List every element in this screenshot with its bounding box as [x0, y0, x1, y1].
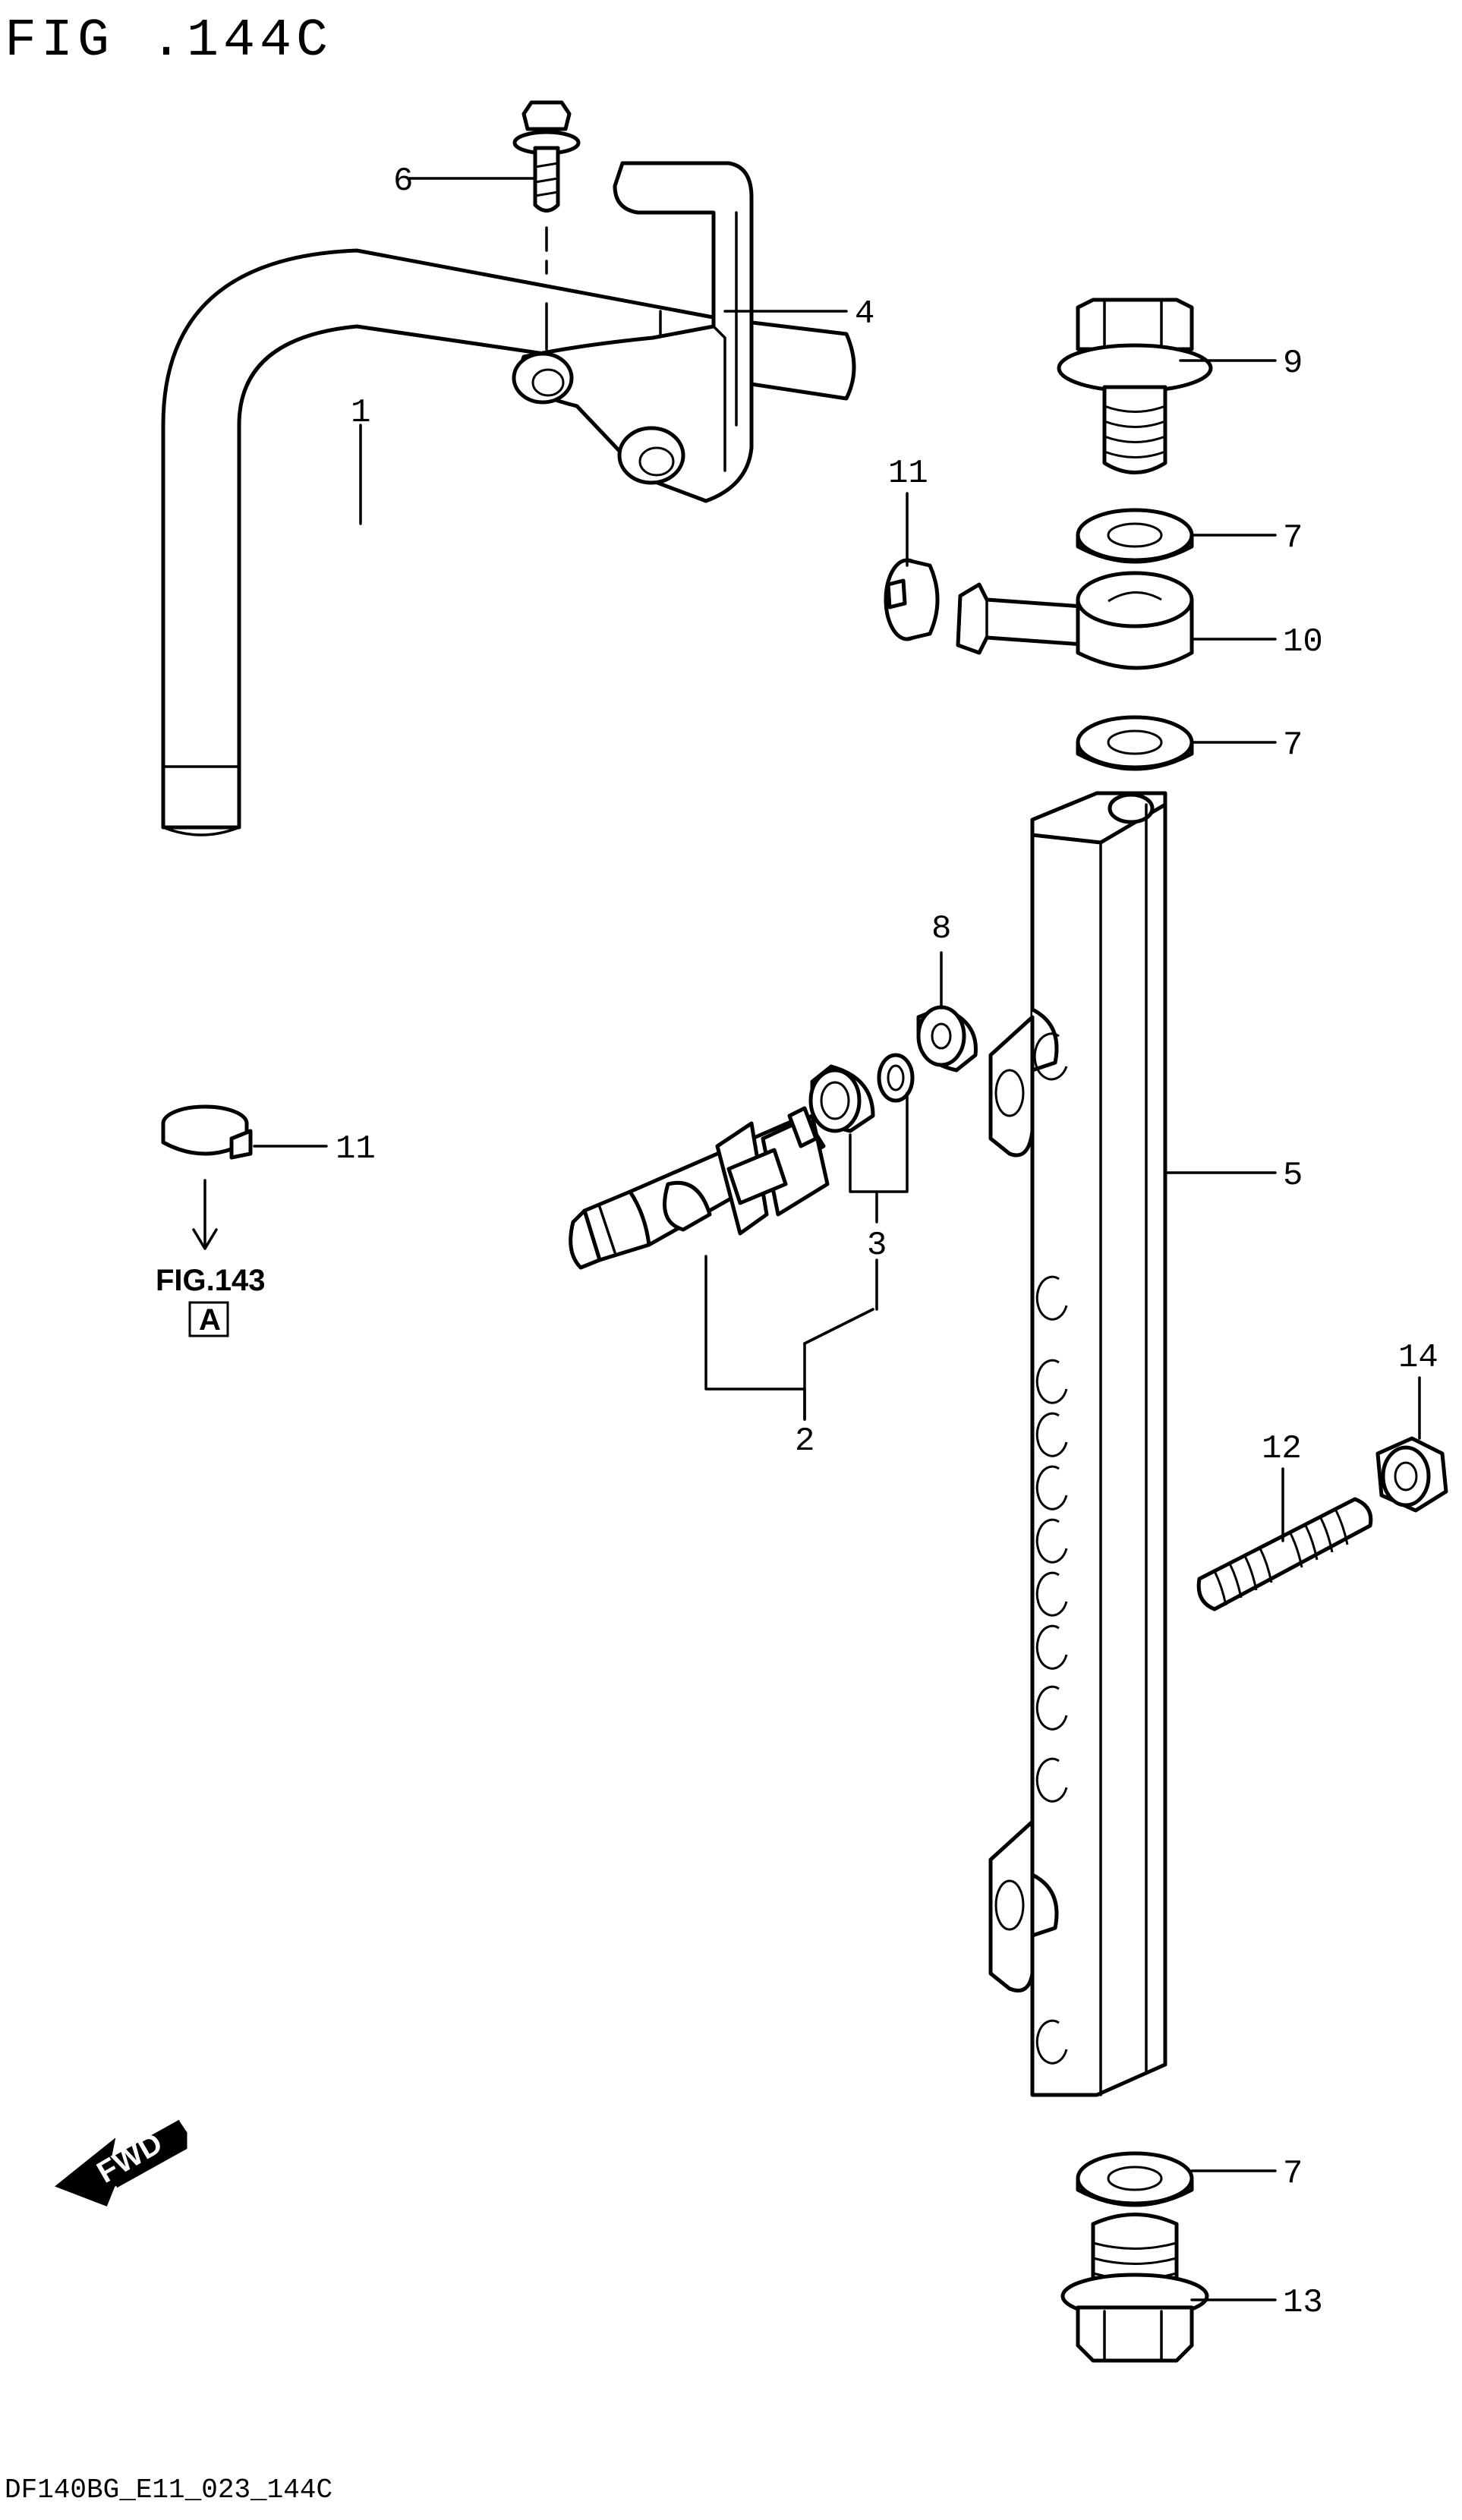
footer-code: DF140BG_E11_023_144C [5, 2474, 332, 2506]
part-11-hose-clamp-upper [884, 558, 940, 641]
callout-7-middle: 7 [1283, 726, 1303, 764]
callout-4: 4 [855, 295, 874, 333]
callout-11-lower: 11 [336, 1130, 376, 1168]
leader-bracket-3 [849, 1091, 909, 1311]
callout-3: 3 [867, 1227, 887, 1265]
part-12-stud [1196, 1497, 1373, 1611]
callout-6: 6 [393, 162, 413, 200]
reference-fig-text: FIG.143 [156, 1264, 266, 1297]
callout-9: 9 [1283, 345, 1303, 383]
figure-title: FIG .144C [5, 11, 332, 71]
part-5-fuel-delivery-pipe [988, 791, 1167, 2097]
reference-box [188, 1301, 229, 1337]
reference-box-label: A [199, 1303, 221, 1337]
callout-7-lower: 7 [1283, 2155, 1303, 2193]
callout-7-upper: 7 [1283, 519, 1303, 557]
callout-14: 14 [1398, 1339, 1438, 1377]
part-7-gasket-middle [1076, 715, 1194, 771]
part-8-cushion [916, 1005, 978, 1073]
callout-8: 8 [931, 910, 951, 948]
callout-1: 1 [351, 394, 370, 432]
part-3-oring-kit [808, 1053, 915, 1133]
leader-lines [253, 177, 1421, 2301]
callout-10: 10 [1283, 623, 1323, 661]
part-10-union-fitting [956, 571, 1194, 670]
part-11-hose-clamp-lower [161, 1104, 253, 1160]
fwd-arrow [55, 2119, 187, 2207]
part-7-gasket-lower [1076, 2151, 1194, 2207]
part-13-plug-bolt [1060, 2213, 1209, 2363]
part-9-union-bolt [1057, 298, 1213, 474]
callout-5: 5 [1283, 1157, 1303, 1195]
callout-2: 2 [795, 1422, 814, 1460]
callout-11-upper: 11 [888, 455, 928, 493]
callout-12: 12 [1262, 1430, 1302, 1468]
callout-13: 13 [1283, 2284, 1323, 2322]
part-6-bolt [512, 100, 581, 351]
part-14-nut [1375, 1436, 1448, 1513]
part-4-bracket [512, 161, 754, 503]
part-2-fuel-injector [569, 1106, 830, 1270]
leader-bracket-2 [704, 1255, 874, 1421]
reference-arrow [192, 1179, 218, 1250]
part-7-gasket-upper [1076, 508, 1194, 564]
